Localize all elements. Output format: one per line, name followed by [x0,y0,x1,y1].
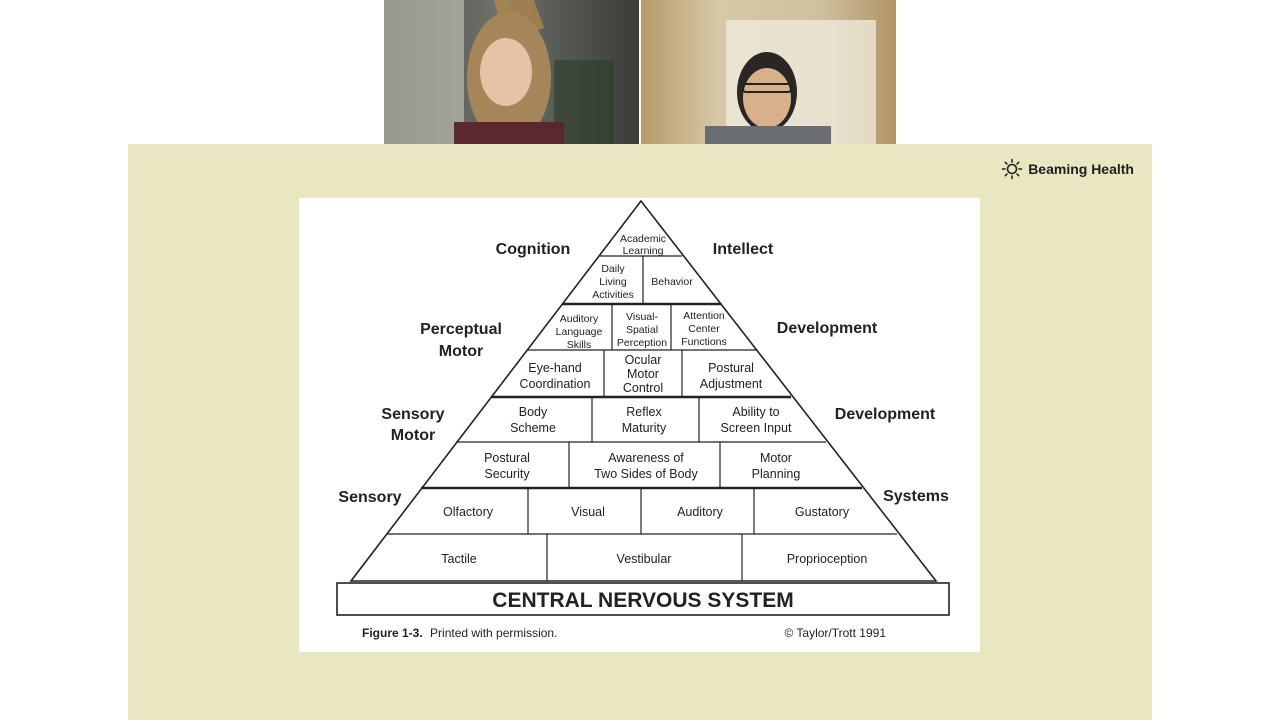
label-development-upper: Development [777,320,878,337]
cell-visual-spatial: Visual- [626,311,658,323]
cell-reflex-maturity-2: Maturity [622,421,667,435]
base-label: CENTRAL NERVOUS SYSTEM [492,589,793,612]
sun-icon [1001,158,1023,180]
cell-tactile: Tactile [441,552,476,566]
figure-credit: © Taylor/Trott 1991 [784,626,886,640]
cell-daily-living-2: Living [599,276,627,288]
cell-body-scheme-2: Scheme [510,421,556,435]
label-sensory-motor-2: Motor [391,427,435,444]
cell-postural-security-2: Security [484,467,530,481]
cell-ability-screen: Ability to [732,405,779,419]
cell-auditory-language-3: Skills [567,339,592,351]
cell-body-scheme: Body [519,405,548,419]
cell-postural-adjustment: Postural [708,361,754,375]
pyramid-diagram: Cognition Intellect Perceptual Motor Dev… [336,199,950,640]
cell-awareness-2: Two Sides of Body [594,467,698,481]
cell-olfactory: Olfactory [443,505,494,519]
cell-eye-hand: Eye-hand [528,361,582,375]
figure-caption: Figure 1-3. Printed with permission. [362,626,557,640]
cell-postural-security: Postural [484,451,530,465]
label-sensory: Sensory [338,489,401,506]
base-box [336,582,950,616]
participant-video-left[interactable] [384,0,639,144]
cell-visual-spatial-2: Spatial [626,324,658,336]
shared-screen: Beaming Health [128,144,1152,720]
cell-eye-hand-2: Coordination [520,377,591,391]
label-development-lower: Development [835,406,936,423]
participant-video-right[interactable] [641,0,896,144]
pyramid-figure: Cognition Intellect Perceptual Motor Dev… [299,198,980,652]
brand-name: Beaming Health [1028,161,1134,177]
cell-visual-spatial-3: Perception [617,337,667,349]
cell-auditory-language: Auditory [560,313,599,325]
label-intellect: Intellect [713,241,774,258]
cell-motor-planning: Motor [760,451,792,465]
cell-attention: Attention [683,310,725,322]
cell-proprioception: Proprioception [787,552,868,566]
cell-ocular-motor: Ocular [625,353,662,367]
pyramid-outline [349,199,938,582]
figure-text: Printed with permission. [430,626,557,640]
cell-daily-living-3: Activities [592,289,633,301]
cell-visual: Visual [571,505,605,519]
cell-gustatory: Gustatory [795,505,850,519]
cell-ability-screen-2: Screen Input [721,421,792,435]
cell-awareness: Awareness of [608,451,684,465]
brand-logo: Beaming Health [1001,158,1134,180]
participant-portrait-left [384,0,614,144]
figure-label: Figure 1-3. [362,626,423,640]
cell-motor-planning-2: Planning [752,467,801,481]
label-systems: Systems [883,488,949,505]
participant-portrait-right [705,20,876,144]
cell-reflex-maturity: Reflex [626,405,662,419]
label-sensory-motor: Sensory [381,406,444,423]
label-perceptual-motor: Motor [439,343,483,360]
cell-ocular-motor-3: Control [623,381,663,395]
cell-attention-3: Functions [681,336,727,348]
cell-academic-learning-2: Learning [623,245,664,257]
cell-academic-learning: Academic [620,233,666,245]
cell-attention-2: Center [688,323,720,335]
cell-auditory-language-2: Language [556,326,603,338]
cell-ocular-motor-2: Motor [627,367,659,381]
cell-vestibular: Vestibular [617,552,672,566]
label-perceptual: Perceptual [420,321,502,338]
cell-behavior: Behavior [651,276,693,288]
cell-daily-living: Daily [601,263,625,275]
cell-auditory: Auditory [677,505,724,519]
cell-postural-adjustment-2: Adjustment [700,377,763,391]
label-cognition: Cognition [496,241,571,258]
